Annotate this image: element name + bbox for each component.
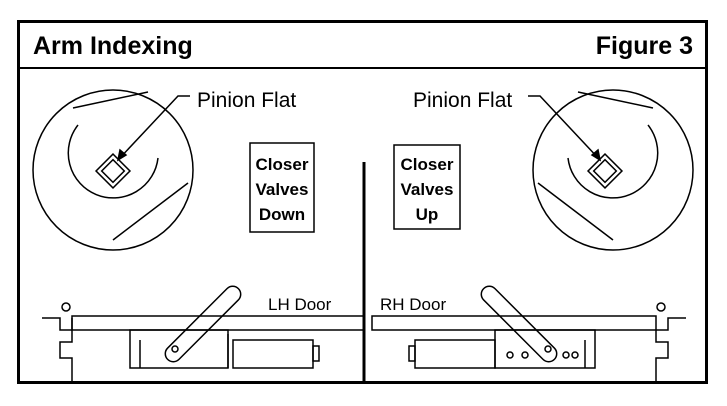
right-pinion-leader: [528, 95, 602, 162]
right-valve-box: Closer Valves Up: [393, 144, 461, 230]
left-valve-line-3: Down: [259, 205, 305, 224]
right-door-panel: [371, 315, 657, 331]
right-closer-arm: [480, 285, 558, 363]
figure-number: Figure 3: [595, 32, 693, 60]
right-pinion-disc: [532, 89, 694, 251]
figure-title: Arm Indexing: [33, 32, 193, 60]
right-door-assembly: [371, 285, 686, 383]
right-pinion-flat-icon: [586, 152, 624, 190]
left-pinion-label: Pinion Flat: [197, 89, 296, 112]
right-door-label: RH Door: [380, 295, 446, 314]
left-valve-line-1: Closer: [256, 155, 309, 174]
left-door-panel: [71, 315, 365, 331]
right-valve-line-3: Up: [416, 205, 439, 224]
left-closer-arm: [164, 285, 242, 363]
left-valve-box: Closer Valves Down: [249, 142, 315, 233]
left-pinion-disc: [32, 89, 194, 251]
right-valve-line-2: Valves: [401, 180, 454, 199]
right-pinion-label: Pinion Flat: [413, 89, 512, 112]
figure-header: Arm Indexing Figure 3: [20, 23, 705, 69]
left-door-assembly: [42, 285, 365, 383]
right-valve-line-1: Closer: [401, 155, 454, 174]
left-pinion-flat-icon: [94, 152, 132, 190]
left-valve-line-2: Valves: [256, 180, 309, 199]
left-pinion-leader: [116, 95, 190, 162]
left-door-label: LH Door: [268, 295, 332, 314]
